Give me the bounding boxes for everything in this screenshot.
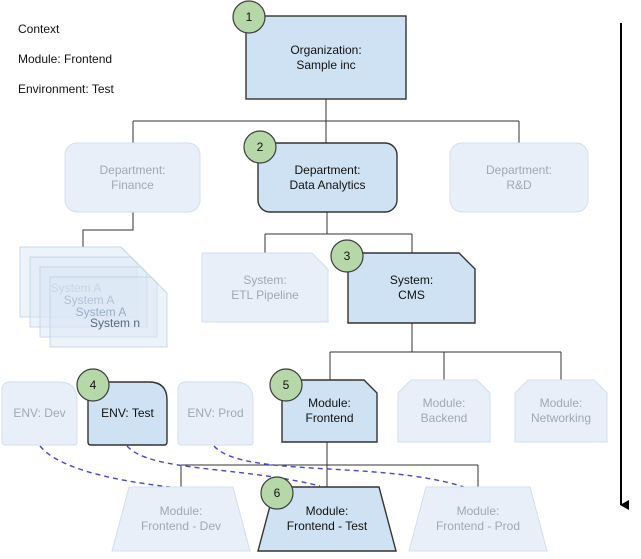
system-cms-shape — [347, 252, 476, 324]
badge-3-circle — [330, 239, 364, 273]
dept-finance-shape — [64, 142, 201, 213]
deploy-prod-shape — [408, 486, 548, 552]
deploy-dev-shape — [111, 486, 251, 552]
env-dashed-links — [39, 445, 465, 488]
badge-4-circle — [76, 368, 110, 402]
badge-6-circle — [260, 476, 294, 510]
context-environment: Environment: Test — [18, 82, 114, 96]
tree-connectors — [82, 99, 562, 487]
system-stack-shape — [19, 246, 168, 348]
step-badges — [76, 0, 364, 510]
context-annotation: Context Module: Frontend Environment: Te… — [18, 7, 114, 112]
organization-shape — [245, 15, 407, 100]
dept-rd-shape — [449, 142, 589, 213]
context-title: Context — [18, 22, 60, 36]
badge-1-circle — [232, 0, 266, 34]
badge-2-circle — [243, 130, 277, 164]
dept-data-analytics-shape — [257, 142, 398, 213]
env-dev-shape — [1, 381, 78, 446]
deploy-test-shape — [257, 486, 397, 552]
context-module: Module: Frontend — [18, 52, 113, 66]
module-backend-shape — [397, 379, 491, 443]
dashed-link-prod — [213, 445, 465, 488]
badge-5-circle — [269, 368, 303, 402]
dashed-link-dev — [39, 445, 171, 488]
module-networking-shape — [514, 379, 608, 443]
system-etl-shape — [201, 252, 329, 323]
env-prod-shape — [177, 381, 254, 446]
